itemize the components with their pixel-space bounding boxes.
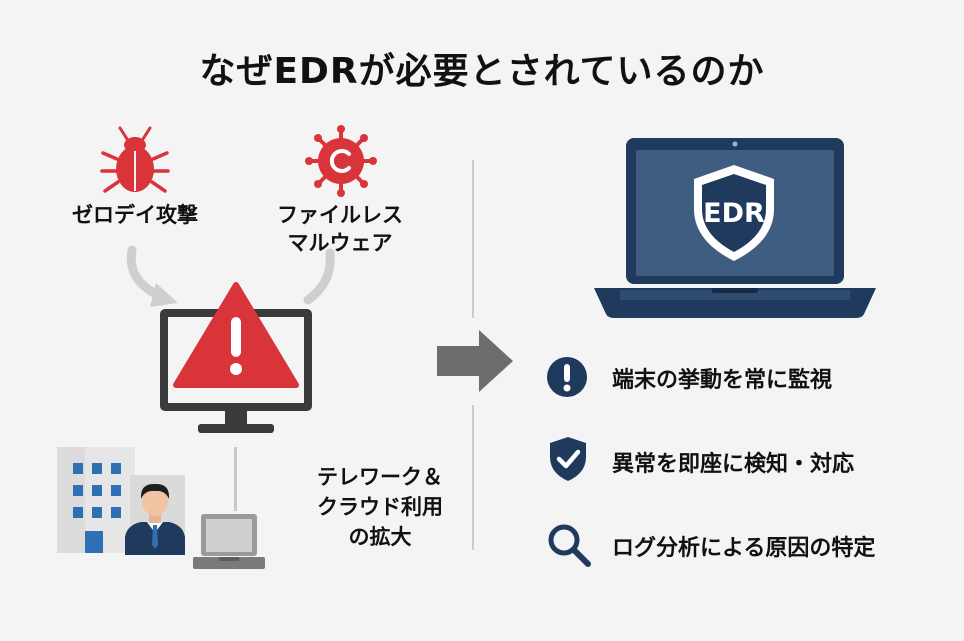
page-title: なぜEDRが必要とされているのか (199, 51, 765, 92)
virus-icon (305, 125, 377, 197)
feature-log-analysis: ログ分析による原因の特定 (612, 536, 876, 561)
telework-label-line2: クラウド利用 (317, 495, 443, 519)
divider-bottom (472, 405, 474, 550)
exclamation-circle-icon (547, 357, 587, 397)
feature-detection: 異常を即座に検知・対応 (612, 452, 855, 477)
businessperson-icon (125, 475, 185, 555)
small-laptop-icon (193, 514, 265, 569)
office-building-icon (57, 447, 135, 553)
curved-arrow-left (126, 245, 178, 307)
bug-icon (100, 126, 170, 193)
shield-check-icon (550, 437, 586, 481)
right-arrow-icon (437, 330, 513, 392)
magnifier-icon (548, 524, 591, 567)
telework-label-line1: テレワーク＆ (317, 465, 443, 489)
edr-badge-text: EDR (703, 198, 765, 229)
divider-top (472, 160, 474, 318)
monitor-warning-icon (160, 282, 312, 433)
zero-day-label: ゼロデイ攻撃 (72, 203, 198, 227)
curved-arrow-right (303, 248, 335, 305)
telework-label-line3: の拡大 (348, 525, 412, 549)
connector-line (234, 447, 237, 511)
feature-monitoring: 端末の挙動を常に監視 (612, 368, 833, 393)
edr-shield-icon (694, 165, 774, 261)
fileless-label-line1: ファイルレス (277, 203, 403, 227)
fileless-label-line2: マルウェア (287, 231, 393, 255)
